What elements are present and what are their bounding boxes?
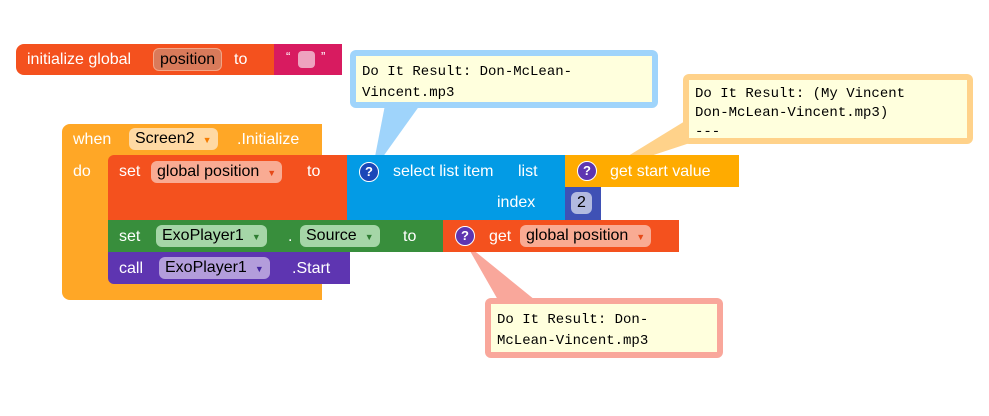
event-block-footer — [108, 284, 322, 300]
do-it-result-bubble-3[interactable]: Do It Result: Don- McLean-Vincent.mp3 — [485, 298, 723, 358]
property-name: Source — [306, 227, 357, 244]
index-socket-label: index — [497, 194, 536, 211]
initialize-global-block[interactable]: initialize global position to — [16, 44, 276, 75]
get-start-value-block[interactable]: ? get start value — [565, 155, 739, 187]
dropdown-arrow-icon: ▼ — [251, 232, 261, 242]
text-string-block[interactable]: “ ” — [274, 44, 342, 75]
dropdown-arrow-icon: ▼ — [202, 135, 212, 145]
open-quote: “ — [286, 49, 291, 64]
bubble-text: Do It Result: (My Vincent Don-McLean-Vin… — [689, 80, 967, 140]
get-label: get — [489, 228, 512, 245]
do-it-result-bubble-2[interactable]: Do It Result: (My Vincent Don-McLean-Vin… — [683, 74, 973, 144]
component-name: Screen2 — [135, 130, 195, 147]
bubble-text: Do It Result: Don- McLean-Vincent.mp3 — [491, 304, 717, 352]
number-value[interactable]: 2 — [571, 192, 592, 214]
variable-name: global position — [526, 227, 629, 244]
set-label: set — [119, 163, 141, 180]
dropdown-arrow-icon: ▼ — [636, 232, 646, 242]
dot-label: . — [288, 228, 293, 245]
variable-name-field[interactable]: position — [153, 48, 223, 71]
get-start-value-label: get start value — [610, 163, 711, 180]
help-icon[interactable]: ? — [359, 162, 379, 182]
component-dropdown[interactable]: ExoPlayer1 ▼ — [159, 257, 270, 279]
bubble-text: Do It Result: Don-McLean- Vincent.mp3 — [356, 56, 652, 102]
call-exoplayer-start-block[interactable]: call ExoPlayer1 ▼ .Start — [108, 252, 350, 284]
dropdown-arrow-icon: ▼ — [364, 232, 374, 242]
do-it-result-bubble-1[interactable]: Do It Result: Don-McLean- Vincent.mp3 — [350, 50, 658, 108]
component-name: ExoPlayer1 — [162, 227, 244, 244]
bubble-tail-3 — [466, 244, 535, 300]
dropdown-arrow-icon: ▼ — [267, 168, 277, 178]
select-list-item-label: select list item — [393, 163, 494, 180]
when-label: when — [73, 131, 112, 148]
close-quote: ” — [321, 49, 326, 64]
init-label: initialize global — [27, 51, 132, 68]
event-name: .Initialize — [237, 131, 300, 148]
component-dropdown[interactable]: Screen2 ▼ — [129, 128, 218, 150]
variable-name: global position — [157, 163, 260, 180]
help-icon[interactable]: ? — [455, 226, 475, 246]
list-socket-label: list — [518, 163, 538, 180]
select-list-item-block[interactable]: ? select list item list index — [347, 155, 566, 220]
do-label: do — [73, 163, 91, 180]
set-label: set — [119, 228, 141, 245]
component-name: ExoPlayer1 — [165, 259, 247, 276]
method-name: .Start — [292, 260, 331, 277]
dropdown-arrow-icon: ▼ — [254, 264, 264, 274]
to-label: to — [234, 51, 248, 68]
text-value-field[interactable] — [298, 51, 315, 68]
set-global-block[interactable]: set global position ▼ to — [108, 155, 348, 220]
help-icon[interactable]: ? — [577, 161, 597, 181]
call-label: call — [119, 260, 144, 277]
variable-dropdown[interactable]: global position ▼ — [520, 225, 652, 247]
number-block[interactable]: 2 — [565, 187, 601, 220]
property-dropdown[interactable]: Source ▼ — [300, 225, 380, 247]
get-global-block[interactable]: ? get global position ▼ — [443, 220, 679, 252]
set-exoplayer-source-block[interactable]: set ExoPlayer1 ▼ . Source ▼ to — [108, 220, 444, 252]
to-label: to — [307, 163, 321, 180]
component-dropdown[interactable]: ExoPlayer1 ▼ — [156, 225, 267, 247]
to-label: to — [403, 228, 417, 245]
variable-dropdown[interactable]: global position ▼ — [151, 161, 283, 183]
